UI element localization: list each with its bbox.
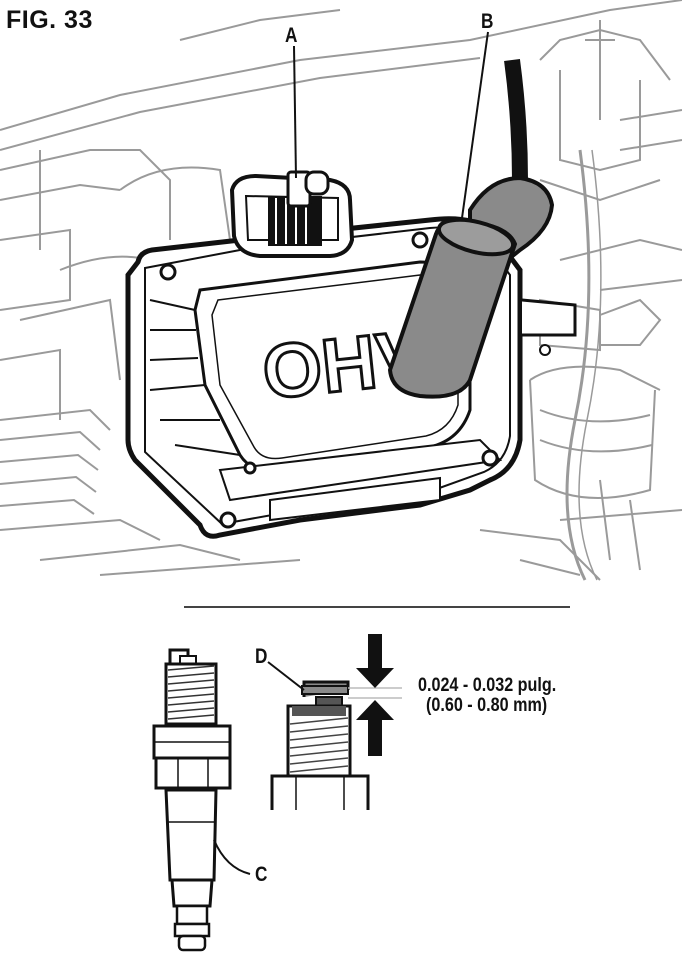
gap-spec-inches: 0.024 - 0.032 pulg. bbox=[418, 675, 557, 696]
gap-arrow-up bbox=[356, 700, 394, 756]
spark-plug-wire bbox=[504, 58, 528, 181]
gap-spec-millimeters: (0.60 - 0.80 mm) bbox=[426, 695, 548, 716]
gap-arrow-down bbox=[356, 634, 394, 688]
callout-label-a: A bbox=[285, 24, 298, 47]
callout-label-d: D bbox=[255, 645, 268, 668]
spark-plug-full bbox=[152, 648, 232, 952]
callout-label-b: B bbox=[481, 10, 494, 33]
callout-c-leader bbox=[213, 839, 251, 875]
callout-a-leader bbox=[293, 45, 297, 179]
callout-b-leader bbox=[461, 31, 489, 219]
installed-spark-plug bbox=[229, 170, 355, 258]
engine-background bbox=[0, 0, 682, 581]
figure-title: FIG. 33 bbox=[6, 6, 93, 34]
callout-d-leader bbox=[267, 661, 305, 691]
spark-plug-boot bbox=[387, 175, 577, 399]
callout-label-c: C bbox=[255, 863, 268, 886]
spark-plug-tip-detail bbox=[270, 680, 370, 810]
